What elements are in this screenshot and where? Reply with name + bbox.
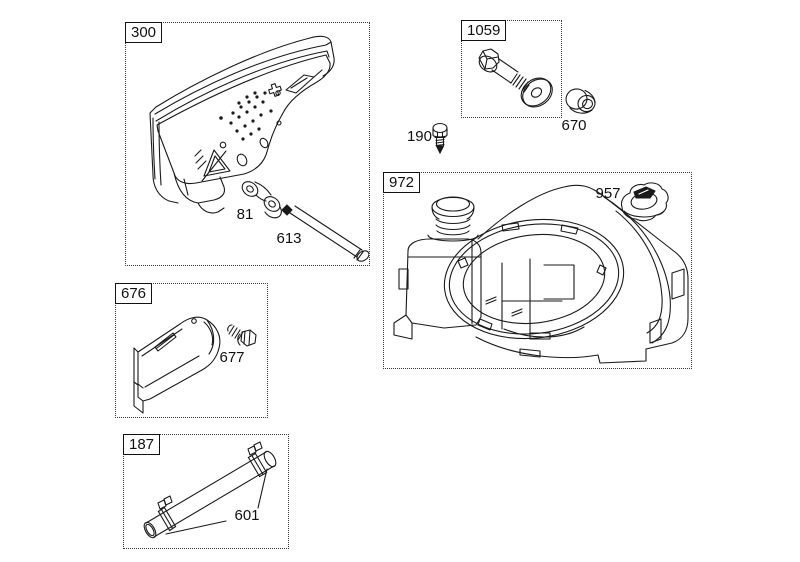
part-label-guard-screw: 677	[219, 349, 245, 366]
panel-muffler-300: 300	[125, 22, 370, 266]
part-label-lock: 81	[236, 206, 254, 223]
part-label-spacer: 670	[561, 117, 587, 134]
bolt-washer-drawing	[478, 48, 553, 108]
panel-guard-676: 676	[115, 283, 268, 418]
panel-housing-972: 972	[383, 172, 692, 369]
muffler-drawing	[149, 35, 369, 262]
panel-bolt-kit-1059: 1059	[461, 20, 562, 118]
tube-drawing	[143, 441, 277, 539]
part-label-fuel-cap: 957	[595, 185, 621, 202]
part-label-plug: 190	[406, 128, 432, 145]
panel-ref-label: 676	[115, 283, 153, 304]
spacer-drawing	[565, 88, 596, 114]
part-label-screw: 613	[276, 230, 302, 247]
panel-tube-187: 187	[123, 434, 289, 549]
panel-ref-label: 300	[125, 22, 163, 43]
panel-ref-label: 187	[123, 434, 161, 455]
housing-drawing	[393, 182, 689, 364]
plug-screw-drawing	[432, 122, 448, 155]
panel-ref-label: 1059	[461, 20, 507, 41]
panel-ref-label: 972	[383, 172, 421, 193]
guard-drawing	[133, 316, 257, 414]
part-label-clamp: 601	[234, 507, 260, 524]
